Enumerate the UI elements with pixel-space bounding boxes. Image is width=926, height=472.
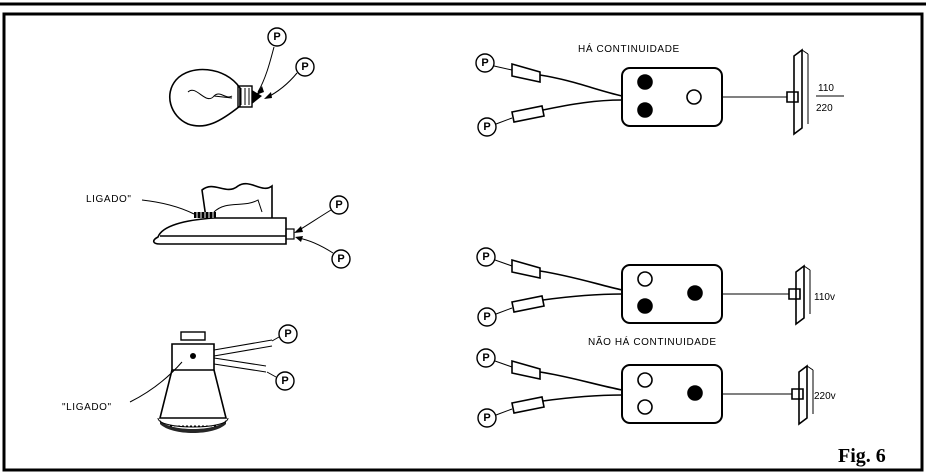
probe-p-12: P bbox=[477, 408, 497, 428]
svg-text:P: P bbox=[337, 253, 344, 265]
probe-p-1: P bbox=[256, 27, 287, 95]
probe-p-6: P bbox=[266, 371, 295, 391]
probe-p-3: P bbox=[294, 195, 349, 233]
voltage-220: 220 bbox=[816, 103, 833, 114]
probe-p-2: P bbox=[264, 57, 315, 99]
led bbox=[687, 385, 703, 401]
no-continuity-label: NÃO HÁ CONTINUIDADE bbox=[588, 335, 717, 348]
voltage-110v: 110v bbox=[814, 292, 835, 303]
continuity-label: HÁ CONTINUIDADE bbox=[578, 42, 680, 55]
socket-on-leader bbox=[129, 361, 183, 403]
led bbox=[637, 372, 653, 388]
figure-number: Fig. 6 bbox=[838, 445, 886, 467]
lamp-socket bbox=[157, 331, 273, 433]
probe-p-4: P bbox=[295, 236, 351, 269]
svg-text:P: P bbox=[483, 311, 490, 323]
socket-on-label: "LIGADO" bbox=[62, 402, 112, 413]
led bbox=[637, 298, 653, 314]
led bbox=[637, 74, 653, 90]
svg-text:P: P bbox=[482, 251, 489, 263]
svg-text:P: P bbox=[483, 121, 490, 133]
voltage-110: 110 bbox=[818, 83, 834, 94]
probe-p-11: P bbox=[476, 348, 496, 368]
iron-on-label: LIGADO" bbox=[86, 194, 132, 205]
frame-border bbox=[2, 12, 924, 472]
led bbox=[637, 102, 653, 118]
svg-text:P: P bbox=[281, 375, 288, 387]
probe-p-9: P bbox=[476, 247, 496, 267]
tester-no-continuity-110: P P 110v bbox=[476, 247, 835, 327]
svg-text:P: P bbox=[335, 199, 342, 211]
svg-text:P: P bbox=[284, 328, 291, 340]
clothes-iron bbox=[152, 182, 295, 245]
tester-continuity: P P 110 220 bbox=[475, 48, 844, 137]
probe-p-8: P bbox=[477, 117, 497, 137]
led bbox=[686, 89, 702, 105]
led bbox=[637, 271, 653, 287]
probe-p-7: P bbox=[475, 53, 495, 73]
light-bulb bbox=[168, 68, 262, 127]
svg-text:P: P bbox=[273, 31, 280, 43]
svg-text:P: P bbox=[301, 61, 308, 73]
led bbox=[687, 285, 703, 301]
led bbox=[637, 399, 653, 415]
probe-p-5: P bbox=[271, 324, 298, 344]
tester-no-continuity-220: P P 220v bbox=[476, 348, 836, 428]
svg-text:P: P bbox=[481, 57, 488, 69]
iron-on-leader bbox=[141, 199, 195, 215]
svg-text:P: P bbox=[483, 412, 490, 424]
voltage-220v: 220v bbox=[814, 391, 836, 402]
svg-text:P: P bbox=[482, 352, 489, 364]
probe-p-10: P bbox=[477, 307, 497, 327]
